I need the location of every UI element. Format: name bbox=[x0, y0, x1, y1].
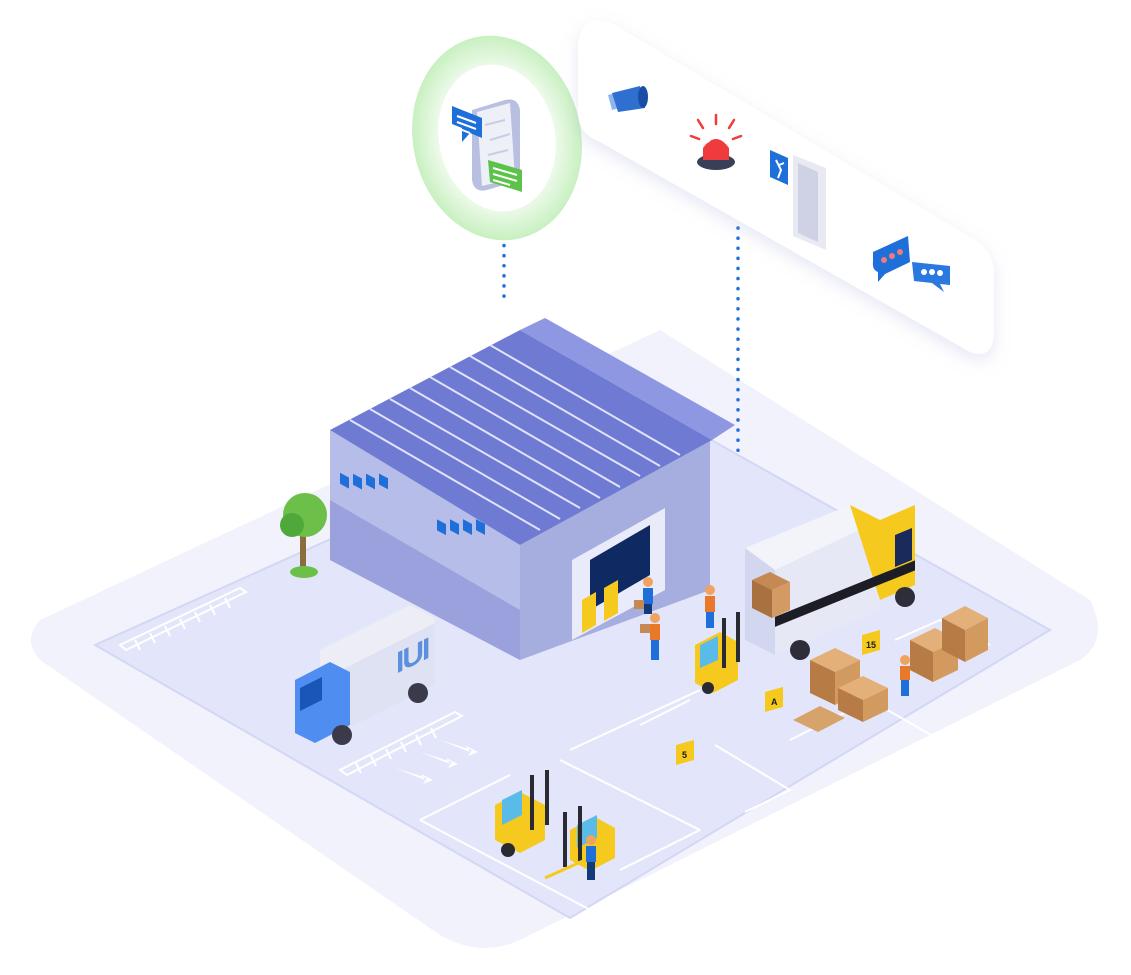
marker-bay-number: 5 bbox=[676, 740, 694, 765]
blue-message-icon bbox=[452, 106, 482, 142]
box-stacks bbox=[793, 606, 988, 732]
forklift-lower-left bbox=[495, 770, 549, 857]
delivery-truck bbox=[745, 505, 915, 660]
warehouse-building bbox=[330, 318, 735, 660]
svg-text:15: 15 bbox=[866, 640, 876, 650]
chat-bubbles-icon bbox=[872, 236, 950, 292]
alert-panel bbox=[578, 20, 994, 354]
marker-zone-letter: A bbox=[765, 687, 783, 712]
forklift-near-dock bbox=[695, 612, 740, 694]
megaphone-icon bbox=[608, 86, 648, 112]
siren-icon bbox=[689, 113, 743, 170]
green-message-icon bbox=[488, 160, 522, 192]
svg-text:5: 5 bbox=[682, 750, 687, 760]
connector-lines bbox=[502, 193, 740, 462]
blue-truck: IUI bbox=[295, 605, 435, 745]
marker-dock-number: 15 bbox=[862, 630, 880, 655]
svg-text:A: A bbox=[771, 697, 778, 707]
device-bubble bbox=[412, 35, 582, 241]
workers bbox=[586, 577, 910, 880]
emergency-exit-icon bbox=[770, 150, 826, 250]
phone-map-icon bbox=[472, 99, 520, 191]
tree bbox=[280, 493, 327, 578]
